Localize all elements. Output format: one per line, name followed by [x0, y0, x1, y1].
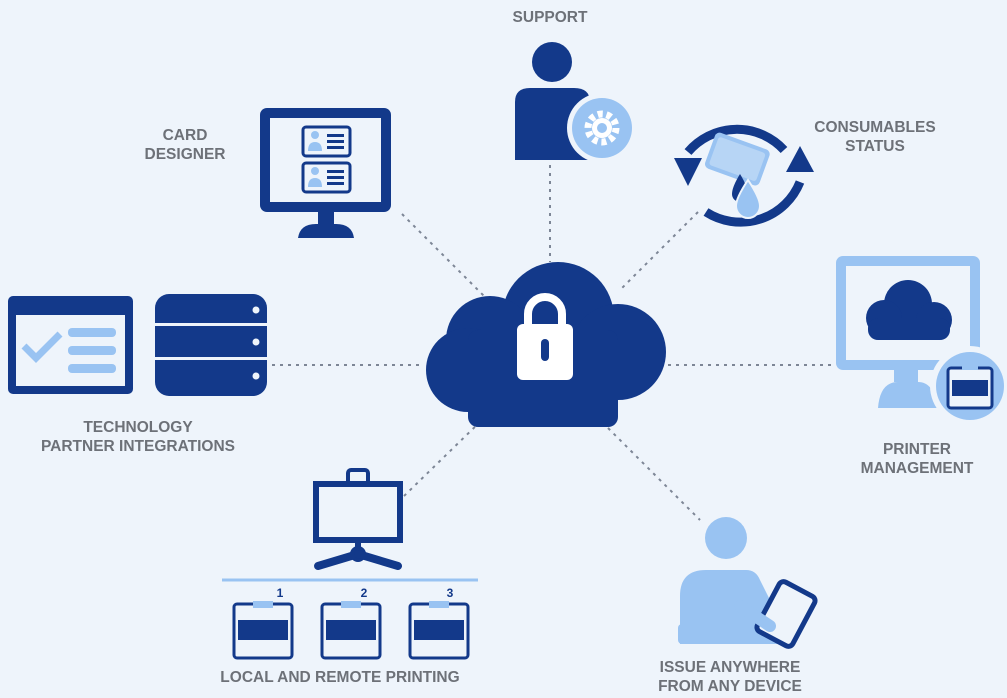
- refresh-card-ink-icon: [674, 124, 814, 227]
- label-technology-partner: TECHNOLOGY PARTNER INTEGRATIONS: [2, 418, 274, 456]
- printer-number-2: 2: [361, 586, 368, 600]
- network-printers-icon: 1 2 3: [222, 468, 478, 660]
- id-card-bottom: [301, 161, 352, 194]
- printer-3-icon: [408, 601, 470, 660]
- label-card-designer-line2: DESIGNER: [144, 146, 226, 163]
- monitor-cloud-printer-icon: [836, 256, 1007, 426]
- label-issue-anywhere-line1: ISSUE ANYWHERE: [659, 659, 801, 676]
- person-tablet-icon: [678, 517, 818, 649]
- label-technology-line1: TECHNOLOGY: [83, 419, 193, 436]
- monitor-id-cards-icon: [260, 108, 391, 238]
- database-icon: [155, 294, 267, 396]
- connector-issue-anywhere: [607, 427, 701, 521]
- printer-1-icon: [232, 601, 294, 660]
- connector-card-designer: [401, 213, 485, 297]
- printer-2-icon: [320, 601, 382, 660]
- label-issue-anywhere-line2: FROM ANY DEVICE: [658, 678, 802, 695]
- label-local-remote-printing-text: LOCAL AND REMOTE PRINTING: [220, 669, 460, 686]
- person-gear-icon: [515, 42, 637, 163]
- label-printer-management-line1: PRINTER: [882, 441, 952, 458]
- label-local-remote-printing: LOCAL AND REMOTE PRINTING: [170, 668, 510, 687]
- label-support-text: SUPPORT: [512, 9, 588, 26]
- label-technology-line2: PARTNER INTEGRATIONS: [40, 438, 236, 455]
- label-consumables-line2: STATUS: [845, 138, 905, 155]
- label-printer-management-line2: MANAGEMENT: [860, 460, 974, 477]
- label-consumables-line1: CONSUMABLES: [814, 119, 936, 136]
- checklist-window-database-icon: [8, 294, 267, 396]
- connector-consumables: [621, 211, 699, 289]
- id-card-top: [301, 125, 352, 158]
- printer-number-3: 3: [447, 586, 454, 600]
- label-consumables-status: CONSUMABLES STATUS: [790, 118, 960, 156]
- connector-lines: [272, 165, 836, 521]
- label-card-designer: CARD DESIGNER: [120, 126, 250, 164]
- label-issue-anywhere: ISSUE ANYWHERE FROM ANY DEVICE: [630, 658, 830, 696]
- label-printer-management: PRINTER MANAGEMENT: [832, 440, 1002, 478]
- label-support: SUPPORT: [480, 8, 620, 27]
- printer-number-1: 1: [277, 586, 284, 600]
- cloud-lock-icon: [426, 262, 666, 427]
- label-card-designer-line1: CARD: [162, 127, 208, 144]
- connector-local-printing: [403, 417, 485, 497]
